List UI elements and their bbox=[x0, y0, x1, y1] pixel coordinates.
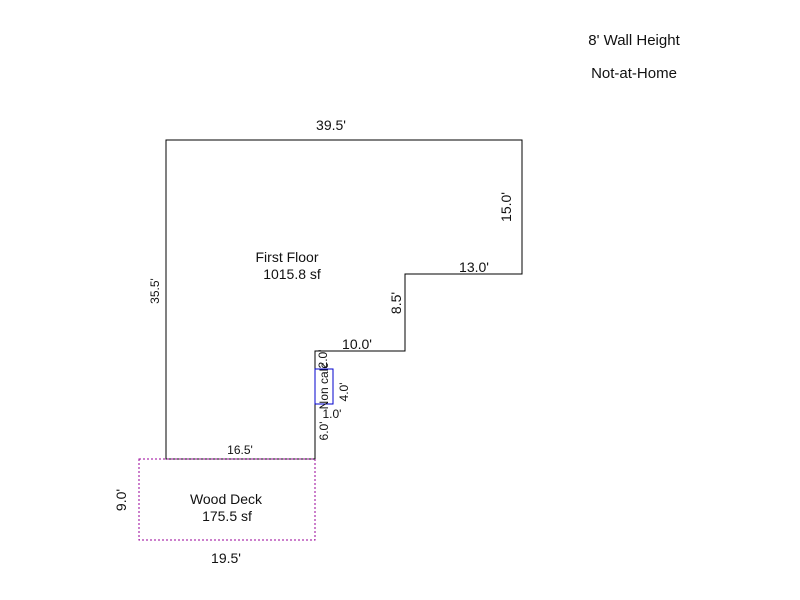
non-calc-width: 1.0' bbox=[323, 407, 342, 421]
dim-step-vertical: 8.5' bbox=[388, 292, 404, 314]
dim-notch-top: 2.0' bbox=[316, 350, 330, 369]
non-calc-height: 4.0' bbox=[337, 383, 351, 402]
non-calc-label: Non calc bbox=[317, 363, 331, 410]
dim-right-upper: 15.0' bbox=[498, 192, 514, 222]
deck-dim-bottom: 19.5' bbox=[211, 550, 241, 566]
wood-deck-outline bbox=[138, 458, 316, 541]
dim-step-upper: 13.0' bbox=[459, 259, 489, 275]
dim-left: 35.5' bbox=[148, 278, 162, 304]
first-floor-outline bbox=[165, 139, 523, 460]
first-floor-area: 1015.8 sf bbox=[263, 266, 321, 282]
wood-deck-area: 175.5 sf bbox=[202, 508, 252, 524]
wall-height-label: 8' Wall Height bbox=[588, 32, 680, 49]
non-calc-area bbox=[314, 368, 334, 405]
first-floor-name: First Floor bbox=[256, 249, 319, 265]
deck-dim-left: 9.0' bbox=[113, 489, 129, 511]
dim-step-lower: 10.0' bbox=[342, 336, 372, 352]
dim-top: 39.5' bbox=[316, 117, 346, 133]
dim-bottom: 16.5' bbox=[227, 443, 253, 457]
dim-notch-lower: 6.0' bbox=[317, 422, 331, 441]
wood-deck-name: Wood Deck bbox=[190, 491, 263, 507]
status-label: Not-at-Home bbox=[591, 65, 677, 82]
